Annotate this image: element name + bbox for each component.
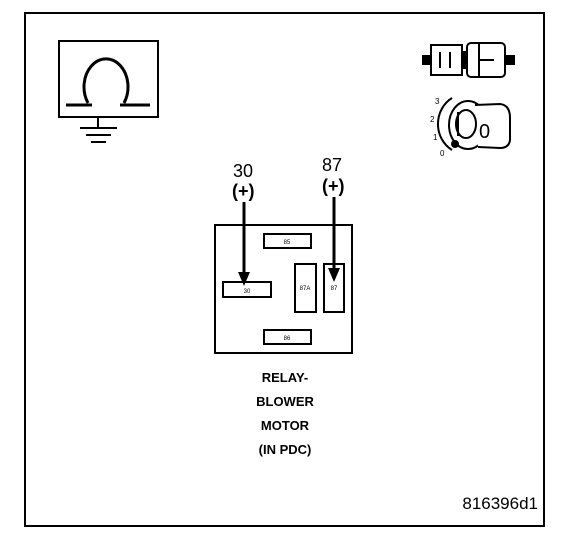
relay-pin-86: 86: [263, 329, 312, 345]
relay-caption-line-4: (IN PDC): [258, 442, 312, 457]
terminal-30-polarity: (+): [232, 181, 255, 201]
figure-id: 816396d1: [462, 494, 538, 513]
relay-pin-85: 85: [263, 233, 312, 249]
pin-86-label: 86: [284, 336, 291, 342]
pin-87A-label: 87A: [300, 286, 311, 292]
ignition-position-3: 3: [435, 97, 440, 106]
relay-caption-line-2: BLOWER: [256, 394, 314, 409]
diagram-frame: [24, 12, 545, 527]
terminal-87-label: 87: [322, 155, 342, 175]
connector-icon: [422, 42, 515, 78]
ground-icon: [80, 117, 117, 143]
relay-caption-line-3: MOTOR: [260, 418, 310, 433]
pin-85-label: 85: [284, 240, 291, 246]
pin-87-label: 87: [331, 286, 338, 292]
probe-arrow-87: [328, 197, 340, 282]
relay-pin-30: 30: [222, 281, 272, 298]
probe-arrow-30: [238, 202, 250, 286]
terminal-30-label: 30: [233, 161, 253, 181]
ignition-switch-icon: 3 2 1 0 0: [430, 97, 511, 158]
ignition-position-2: 2: [430, 115, 435, 124]
ignition-position-1: 1: [433, 133, 438, 142]
ignition-key-label: 0: [479, 121, 490, 143]
relay-caption-line-1: RELAY-: [261, 370, 309, 385]
relay-pin-87A: 87A: [294, 263, 317, 313]
ohmmeter-icon: [58, 40, 159, 118]
pin-30-label: 30: [244, 289, 251, 295]
terminal-87-polarity: (+): [322, 176, 345, 196]
ignition-position-0: 0: [440, 149, 445, 158]
